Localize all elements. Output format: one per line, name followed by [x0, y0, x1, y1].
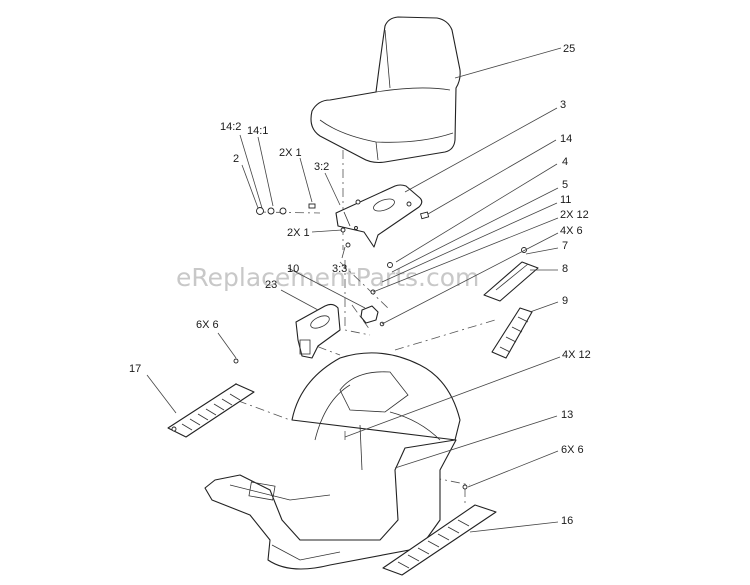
seat: [310, 16, 461, 164]
callout-16: 16: [561, 515, 573, 527]
cup-holder: [295, 303, 341, 359]
fender-deck: [204, 352, 461, 570]
callout-10: 10: [287, 263, 299, 275]
right-footrest: [382, 484, 497, 576]
pedal-pad: [491, 307, 533, 359]
callout-3-2: 3:2: [314, 161, 329, 173]
callout-9: 9: [562, 295, 568, 307]
callout-3-3: 3:3: [332, 263, 347, 275]
callout-23: 23: [265, 279, 277, 291]
callout-2: 2: [233, 153, 239, 165]
callout-8: 8: [562, 263, 568, 275]
callout-2x1-top: 2X 1: [279, 147, 302, 159]
callout-14: 14: [560, 133, 572, 145]
callout-5: 5: [562, 179, 568, 191]
callout-14-2: 14:2: [220, 121, 241, 133]
callout-4x12: 4X 12: [562, 349, 591, 361]
seat-bracket: [335, 184, 423, 248]
callout-7: 7: [562, 240, 568, 252]
callout-6x6-right: 6X 6: [561, 444, 584, 456]
callout-25: 25: [563, 43, 575, 55]
pedal-bracket: [483, 247, 539, 302]
callout-14-1: 14:1: [247, 125, 268, 137]
callout-11: 11: [560, 194, 571, 206]
callout-4x6: 4X 6: [560, 225, 583, 237]
seat-knob-hardware: [256, 203, 430, 327]
watermark-text: eReplacementParts.com: [176, 263, 479, 292]
callout-13: 13: [561, 409, 573, 421]
callout-2x12: 2X 12: [560, 209, 589, 221]
callout-6x6-left: 6X 6: [196, 319, 219, 331]
callout-4: 4: [562, 156, 568, 168]
callout-2x1-bottom: 2X 1: [287, 227, 310, 239]
callout-17: 17: [129, 363, 141, 375]
left-footrest: [167, 358, 255, 438]
leader-lines: [146, 47, 562, 533]
callout-3: 3: [560, 99, 566, 111]
seat-switch: [360, 305, 379, 324]
callout-labels: 25 3 14 4 5 11 2X 12 4X 6 7 8 9 4X 12 13…: [129, 43, 591, 527]
